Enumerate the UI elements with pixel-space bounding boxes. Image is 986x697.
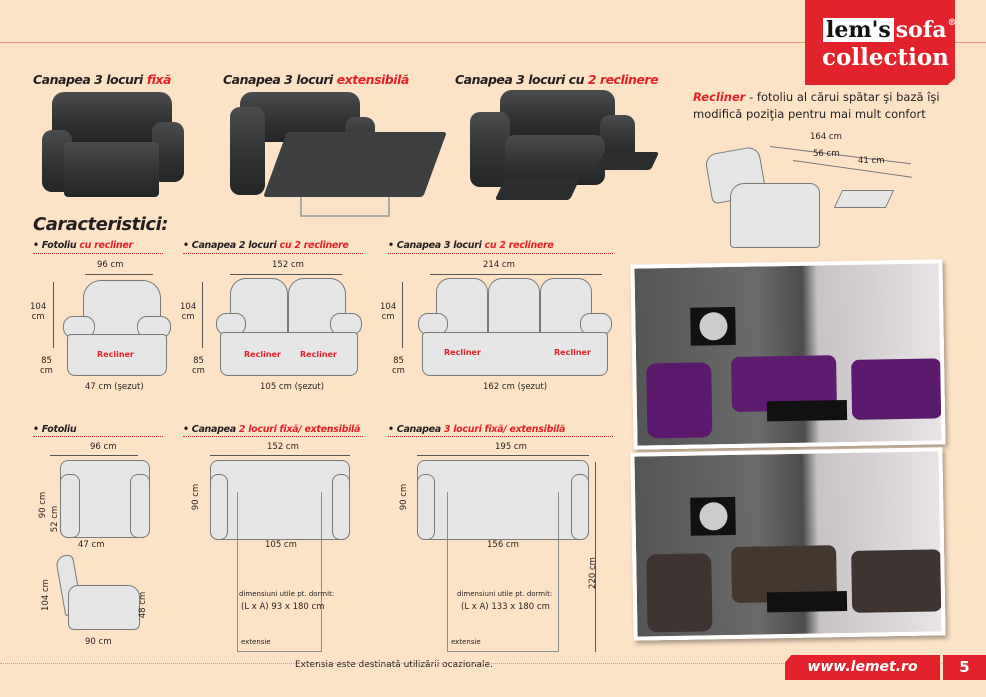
dim-seat: 47 cm (şezut) — [85, 382, 144, 392]
header-divider-right — [955, 42, 986, 43]
dim-depth: 85 cm — [392, 356, 405, 376]
subheader-3seat-fixed: • Canapea 3 locuri fixă/ extensibilă — [388, 424, 566, 435]
room-photo-purple — [630, 259, 946, 450]
sleep-label: dimensiuni utile pt. dormit: — [239, 590, 335, 598]
logo-registered: ® — [947, 18, 957, 28]
title-highlight: extensibilă — [336, 72, 410, 87]
subheader-2seat-recliner: • Canapea 2 locuri cu 2 reclinere — [183, 240, 349, 251]
subheader-3seat-recliner: • Canapea 3 locuri cu 2 reclinere — [388, 240, 554, 251]
dim-seat: 156 cm — [487, 540, 519, 550]
footer-divider — [0, 663, 986, 664]
dim-height: 104 cm — [380, 302, 397, 322]
dim-total: 164 cm — [810, 132, 842, 142]
dim-height: 90 cm — [191, 483, 202, 511]
recliner-label: Recliner — [244, 350, 281, 359]
diagram-armchair-recliner: 96 cm 104 cm 85 cm Recliner 47 cm (şezut… — [25, 258, 175, 398]
dim-side-height: 104 cm — [40, 579, 51, 611]
product-title-recliners: Canapea 3 locuri cu 2 reclinere — [455, 72, 659, 87]
dim-height: 104 cm — [180, 302, 197, 322]
product-title-extensible: Canapea 3 locuri extensibilă — [223, 72, 409, 87]
divider — [183, 253, 363, 254]
website-link[interactable]: www.lemet.ro — [785, 655, 940, 680]
title-prefix: Canapea 3 locuri — [33, 72, 147, 87]
subheader-2seat-fixed: • Canapea 2 locuri fixă/ extensibilă — [183, 424, 361, 435]
recliner-label: Recliner — [97, 350, 134, 359]
dim-height: 90 cm — [399, 483, 410, 511]
recliner-text: - fotoliu al cărui spătar şi bază îşi mo… — [693, 90, 940, 121]
dim-width: 214 cm — [483, 260, 515, 270]
dim-height: 90 cm — [38, 491, 49, 519]
divider — [33, 436, 163, 437]
divider — [183, 436, 363, 437]
extension-note: Extensia este destinată utilizării ocazi… — [295, 660, 493, 670]
dim-side-seat: 48 cm — [138, 591, 149, 619]
dim-height: 104 cm — [30, 302, 47, 322]
logo-collection: collection — [822, 44, 949, 71]
title-highlight: fixă — [146, 72, 172, 87]
divider — [388, 436, 613, 437]
diagram-2seat-fixed: 152 cm 90 cm 105 cm dimensiuni utile pt.… — [185, 440, 370, 655]
sleep-dims: (L x A) 133 x 180 cm — [461, 602, 550, 612]
dim-depth: 85 cm — [40, 356, 53, 376]
recliner-diagram: 164 cm 56 cm 41 cm — [700, 128, 912, 253]
photo-sofa-extensible — [230, 92, 447, 222]
dim-width: 152 cm — [267, 442, 299, 452]
dim-foot: 41 cm — [858, 156, 885, 166]
dim-width: 96 cm — [97, 260, 124, 270]
dim-seat-depth: 52 cm — [50, 505, 61, 533]
sleep-dims: (L x A) 93 x 180 cm — [241, 602, 325, 612]
dim-ext-length: 220 cm — [587, 557, 598, 589]
recliner-label: Recliner — [693, 90, 746, 104]
dim-seat: 105 cm — [265, 540, 297, 550]
photo-sofa-fixed — [42, 92, 187, 202]
dim-seat: 47 cm — [78, 540, 105, 550]
brand-logo: lem's sofa ® collection — [805, 0, 955, 85]
diagram-3seat-recliner: 214 cm 104 cm 85 cm Recliner Recliner 16… — [378, 258, 618, 398]
dim-seat: 56 cm — [813, 149, 840, 159]
diagram-3seat-fixed: 195 cm 90 cm 156 cm 220 cm dimensiuni ut… — [395, 440, 620, 655]
photo-sofa-recliners — [470, 90, 660, 210]
title-prefix: Canapea 3 locuri — [223, 72, 337, 87]
extension-label: extensie — [451, 638, 481, 646]
dim-width: 195 cm — [495, 442, 527, 452]
recliner-label: Recliner — [300, 350, 337, 359]
header-divider — [0, 42, 805, 43]
characteristics-heading: Caracteristici: — [33, 214, 168, 235]
dim-depth: 85 cm — [192, 356, 205, 376]
logo-sofa: sofa — [895, 17, 947, 43]
room-photo-brown — [630, 447, 946, 641]
diagram-armchair-fixed: 96 cm 90 cm 52 cm 47 cm 104 cm 48 cm 90 … — [30, 440, 170, 655]
sleep-label: dimensiuni utile pt. dormit: — [457, 590, 553, 598]
dim-seat: 162 cm (şezut) — [483, 382, 548, 392]
subheader-armchair: • Fotoliu — [33, 424, 77, 435]
recliner-label: Recliner — [444, 348, 481, 357]
diagram-2seat-recliner: 152 cm 104 cm 85 cm Recliner Recliner 10… — [180, 258, 370, 398]
dim-seat: 105 cm (şezut) — [260, 382, 325, 392]
dim-side-depth: 90 cm — [85, 637, 112, 647]
subheader-armchair-recliner: • Fotoliu cu recliner — [33, 240, 133, 251]
logo-lems: lem's — [823, 18, 894, 42]
dim-width: 152 cm — [272, 260, 304, 270]
divider — [388, 253, 613, 254]
title-highlight: 2 reclinere — [587, 72, 659, 87]
title-prefix: Canapea 3 locuri cu — [455, 72, 588, 87]
divider — [33, 253, 163, 254]
extension-label: extensie — [241, 638, 271, 646]
dim-width: 96 cm — [90, 442, 117, 452]
recliner-label: Recliner — [554, 348, 591, 357]
product-title-fixed: Canapea 3 locuri fixă — [33, 72, 171, 87]
recliner-description: Recliner - fotoliu al cărui spătar şi ba… — [693, 89, 963, 123]
page-number: 5 — [943, 655, 986, 680]
